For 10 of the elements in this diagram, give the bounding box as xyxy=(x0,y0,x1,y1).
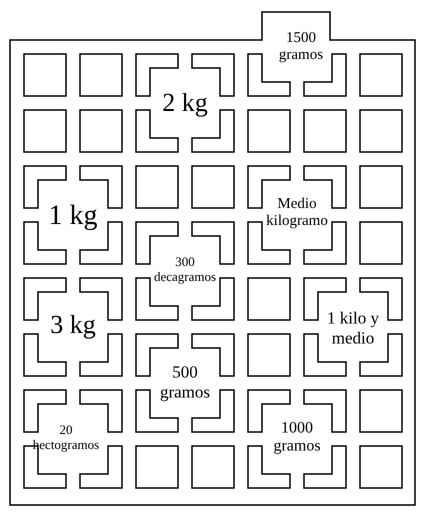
weight-label: Medio kilogramo xyxy=(265,196,329,230)
weight-label: 1 kilo y medio xyxy=(326,308,380,348)
weight-label: 300 decagramos xyxy=(152,255,218,285)
weight-label: 1500 gramos xyxy=(278,30,324,64)
weight-label: 2 kg xyxy=(161,88,209,118)
weight-label: 1000 gramos xyxy=(272,420,322,456)
weight-label: 3 kg xyxy=(49,310,97,340)
weight-label: 20 hectogramos xyxy=(32,423,100,453)
weight-label: 500 gramos xyxy=(158,362,212,402)
weight-label: 1 kg xyxy=(48,200,98,232)
